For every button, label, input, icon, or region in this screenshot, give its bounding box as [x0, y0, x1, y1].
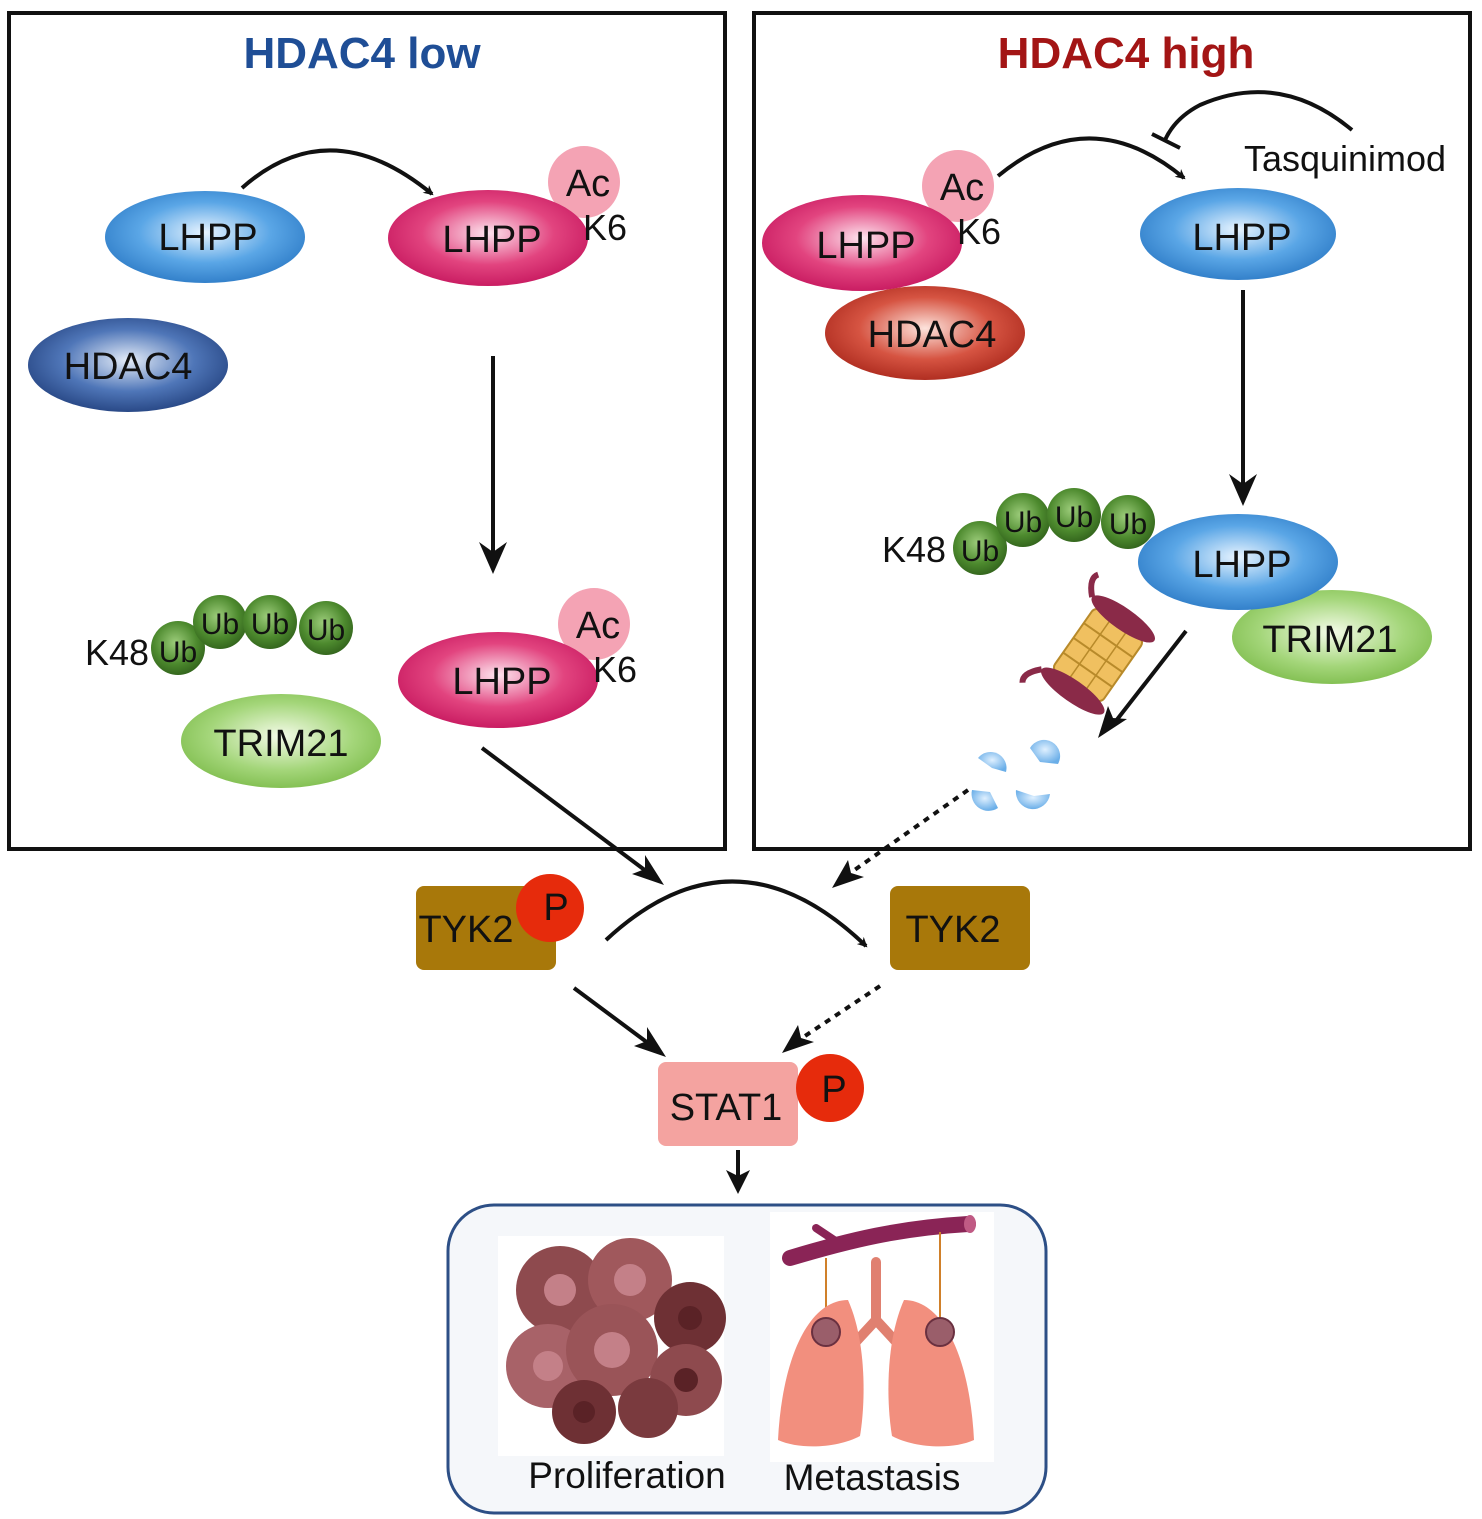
ub-bead	[151, 621, 205, 675]
hdac4-low	[28, 318, 228, 412]
ub-bead	[299, 601, 353, 655]
panel-low-title: HDAC4 low	[243, 29, 481, 78]
hdac4-low-label: HDAC4	[64, 346, 193, 388]
lhpp-free	[105, 191, 305, 283]
panel-high-frame	[752, 11, 1472, 851]
phospho-tyk2-label: P	[543, 887, 568, 929]
ub-bead	[1047, 488, 1101, 542]
panel-hdac4-low: HDAC4 low LHPP LHPP Ac K6 HDAC4 K48 Ub U…	[7, 11, 727, 851]
ac-label-2: Ac	[576, 605, 620, 647]
metastasis-label: Metastasis	[784, 1457, 961, 1498]
degraded-fragments-icon	[971, 739, 1061, 811]
k48-label: K48	[85, 632, 149, 673]
tasquinimod-label: Tasquinimod	[1244, 138, 1446, 179]
phospho-tyk2	[516, 874, 584, 942]
ub-label: Ub	[1055, 501, 1093, 534]
hdac4-high	[825, 286, 1025, 380]
acetyl-group-high	[922, 150, 994, 222]
deacetylation-arrow	[996, 136, 1186, 180]
stat1-box	[658, 1062, 798, 1146]
lhpp-acetylated-label: LHPP	[442, 219, 541, 261]
ub-label: Ub	[251, 608, 289, 641]
lhpp-acetylated-2	[398, 632, 598, 728]
inhibition-bar	[1151, 132, 1181, 150]
ubiquitination-arrowhead	[1229, 474, 1257, 506]
lhpp-to-tyk2-arrow	[480, 746, 652, 876]
ubiquitin-chain-low: K48 Ub Ub Ub Ub	[85, 595, 353, 675]
lhpp-acetylated	[388, 190, 588, 286]
stat1-label: STAT1	[670, 1087, 783, 1129]
lhpp-ubiquitinated-label: LHPP	[1192, 544, 1291, 586]
lhpp-ubiquitinated	[1138, 514, 1338, 610]
acetyl-group	[548, 146, 620, 218]
panel-hdac4-high: HDAC4 high Tasquinimod HDAC4 LHPP Ac K6 …	[752, 11, 1472, 851]
acetylation-arrow	[240, 148, 434, 196]
tyk2-to-stat1-dotted-arrow	[794, 984, 882, 1044]
panel-high-title: HDAC4 high	[998, 29, 1255, 78]
trim21-low-label: TRIM21	[213, 723, 348, 765]
phospho-stat1-label: P	[821, 1069, 846, 1111]
lhpp-acetylated-high-label: LHPP	[816, 225, 915, 267]
hdac4-high-label: HDAC4	[868, 314, 997, 356]
panel-low-frame	[7, 11, 727, 851]
ubiquitin-chain-high: K48 Ub Ub Ub Ub	[882, 488, 1155, 575]
ub-bead	[1101, 495, 1155, 549]
tyk2-to-stat1-arrowhead	[782, 1025, 814, 1053]
lhpp-free-label: LHPP	[158, 217, 257, 259]
dephosphorylation-arrow	[604, 879, 868, 948]
ac-label: Ac	[566, 163, 610, 205]
proteasome-icon	[1019, 571, 1155, 715]
trim21-low	[181, 694, 381, 788]
degradation-arrow	[1110, 629, 1188, 728]
tyk2p-to-stat1-arrowhead	[634, 1027, 666, 1057]
k6-label-2: K6	[593, 649, 637, 690]
degradation-arrowhead	[1098, 706, 1127, 738]
stat1-to-outcome-arrowhead	[726, 1170, 750, 1194]
tumor-cell-cluster-icon	[506, 1238, 726, 1444]
k48-label-high: K48	[882, 529, 946, 570]
lhpp-acetylated-high	[762, 195, 962, 291]
lhpp-acetylated-2-label: LHPP	[452, 661, 551, 703]
k6-label: K6	[583, 207, 627, 248]
lhpp-to-tyk2-arrowhead	[632, 855, 664, 885]
stability-arrowhead	[479, 542, 507, 574]
proliferation-label: Proliferation	[528, 1455, 725, 1496]
tyk2-label: TYK2	[905, 909, 1000, 951]
lhpp-deacetylated-label: LHPP	[1192, 217, 1291, 259]
ub-label: Ub	[1109, 508, 1147, 541]
pathway: TYK2 P TYK2 STAT1 P	[416, 746, 1030, 1194]
ub-bead	[243, 595, 297, 649]
phospho-stat1	[796, 1054, 864, 1122]
ub-label: Ub	[201, 608, 239, 641]
fragments-dotted-arrowhead	[832, 860, 864, 888]
ub-label: Ub	[961, 535, 999, 568]
inhibition-line	[1163, 90, 1354, 141]
ub-bead	[953, 521, 1007, 575]
ub-label: Ub	[307, 614, 345, 647]
trim21-high-label: TRIM21	[1262, 619, 1397, 661]
tyk2-box	[890, 886, 1030, 970]
ub-label: Ub	[159, 636, 197, 669]
trim21-high	[1232, 590, 1432, 684]
k6-label-high: K6	[957, 211, 1001, 252]
outcome-box: Proliferation Metastasis	[446, 1203, 1048, 1515]
ub-label: Ub	[1004, 506, 1042, 539]
tyk2p-to-stat1-arrow	[572, 986, 654, 1048]
ub-bead	[996, 493, 1050, 547]
acetyl-group-2	[558, 588, 630, 660]
fragments-to-tyk2-dotted-arrow	[844, 788, 970, 878]
tyk2-phospho-label: TYK2	[418, 909, 513, 951]
lhpp-deacetylated	[1140, 188, 1336, 280]
lung-metastasis-icon	[778, 1215, 976, 1447]
ub-bead	[193, 595, 247, 649]
ac-label-high: Ac	[940, 167, 984, 209]
